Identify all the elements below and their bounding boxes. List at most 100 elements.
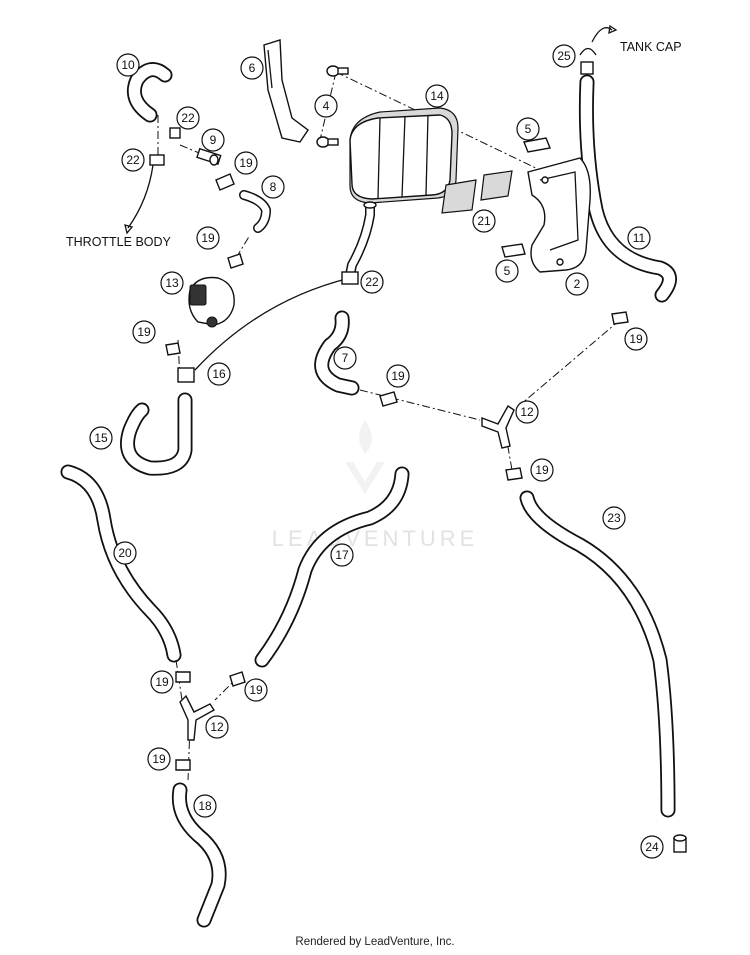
callout-24: 24	[640, 835, 664, 859]
svg-text:21: 21	[477, 214, 491, 228]
clip-5-lower	[501, 243, 526, 258]
y-fitting-12-lower	[179, 694, 216, 741]
callout-19-g: 19	[150, 670, 174, 694]
svg-text:5: 5	[504, 264, 511, 278]
svg-text:19: 19	[155, 675, 169, 689]
hose-15	[120, 392, 193, 476]
clamp-19-b	[227, 253, 244, 269]
watermark-logo	[345, 420, 385, 494]
svg-text:19: 19	[152, 752, 166, 766]
callout-19-i: 19	[147, 747, 171, 771]
canister-14	[349, 107, 459, 209]
svg-text:22: 22	[126, 153, 140, 167]
clamp-22-canister	[341, 271, 359, 285]
callout-19-b: 19	[196, 226, 220, 250]
bracket-6	[263, 39, 309, 143]
bracket-2	[527, 157, 591, 273]
hose-8	[239, 190, 271, 233]
svg-text:12: 12	[210, 720, 224, 734]
svg-text:13: 13	[165, 276, 179, 290]
callout-13: 13	[160, 271, 184, 295]
tank-cap-fitting-25	[579, 47, 597, 75]
watermark-text: LEADVENTURE	[272, 526, 479, 551]
callout-7: 7	[333, 346, 357, 370]
svg-text:23: 23	[607, 511, 621, 525]
fitting-9	[196, 147, 222, 166]
svg-text:11: 11	[633, 231, 646, 245]
callout-21: 21	[472, 209, 496, 233]
callout-18: 18	[193, 794, 217, 818]
clip-5-upper	[523, 137, 551, 153]
svg-text:19: 19	[137, 325, 151, 339]
callout-11: 11	[627, 226, 651, 250]
svg-text:19: 19	[629, 332, 643, 346]
callout-6: 6	[240, 56, 264, 80]
callout-12-lower: 12	[205, 715, 229, 739]
clamp-19-g	[175, 671, 191, 683]
svg-text:18: 18	[198, 799, 212, 813]
svg-text:9: 9	[210, 133, 217, 147]
svg-text:24: 24	[645, 840, 659, 854]
clamp-19-h	[229, 671, 246, 687]
pad-21	[441, 170, 513, 214]
callout-20: 20	[113, 541, 137, 565]
hose-7	[314, 310, 360, 396]
bolt-4-lower	[316, 136, 339, 148]
callout-19-h: 19	[244, 678, 268, 702]
hose-23	[519, 490, 676, 818]
callout-14: 14	[425, 84, 449, 108]
callout-8: 8	[261, 175, 285, 199]
callout-19-a: 19	[234, 151, 258, 175]
clamp-19-e	[379, 391, 398, 407]
svg-text:22: 22	[181, 111, 195, 125]
callout-25: 25	[552, 44, 576, 68]
callout-5-top: 5	[516, 117, 540, 141]
clamp-19-f	[505, 467, 523, 481]
svg-text:5: 5	[525, 122, 532, 136]
svg-text:19: 19	[249, 683, 263, 697]
svg-text:6: 6	[249, 61, 256, 75]
fitting-24	[673, 834, 687, 853]
svg-text:19: 19	[391, 369, 405, 383]
callout-22-canister: 22	[360, 270, 384, 294]
throttle-body-label: THROTTLE BODY	[66, 235, 172, 249]
svg-text:19: 19	[201, 231, 215, 245]
footer-credit: Rendered by LeadVenture, Inc.	[295, 936, 455, 948]
purge-valve-13	[188, 276, 235, 328]
callout-19-c: 19	[132, 320, 156, 344]
callout-19-f: 19	[530, 458, 554, 482]
hose-20	[60, 464, 182, 663]
clamp-19-a	[215, 173, 235, 191]
callout-19-d: 19	[624, 327, 648, 351]
hose-11	[578, 74, 677, 303]
callout-9: 9	[201, 128, 225, 152]
svg-text:14: 14	[430, 89, 444, 103]
clamp-19-d	[611, 311, 629, 325]
svg-text:16: 16	[212, 367, 226, 381]
svg-text:15: 15	[94, 431, 108, 445]
hose-18	[171, 782, 227, 928]
clamp-19-i	[175, 759, 191, 771]
callout-15: 15	[89, 426, 113, 450]
y-fitting-12-upper	[481, 404, 515, 449]
clamp-16	[177, 367, 195, 383]
hose-17	[254, 466, 410, 668]
tank-cap-label: TANK CAP	[620, 40, 682, 54]
svg-text:17: 17	[335, 548, 349, 562]
clamp-19-c	[165, 342, 181, 356]
callout-23: 23	[602, 506, 626, 530]
callout-19-e: 19	[386, 364, 410, 388]
callout-4: 4	[314, 94, 338, 118]
svg-text:10: 10	[121, 58, 135, 72]
callout-22-left: 22	[121, 148, 145, 172]
svg-text:22: 22	[365, 275, 379, 289]
svg-text:19: 19	[239, 156, 253, 170]
svg-text:19: 19	[535, 463, 549, 477]
clamp-22-upper	[169, 127, 181, 139]
svg-text:2: 2	[574, 277, 581, 291]
svg-text:25: 25	[557, 49, 571, 63]
callout-10: 10	[116, 53, 140, 77]
svg-text:12: 12	[520, 405, 534, 419]
